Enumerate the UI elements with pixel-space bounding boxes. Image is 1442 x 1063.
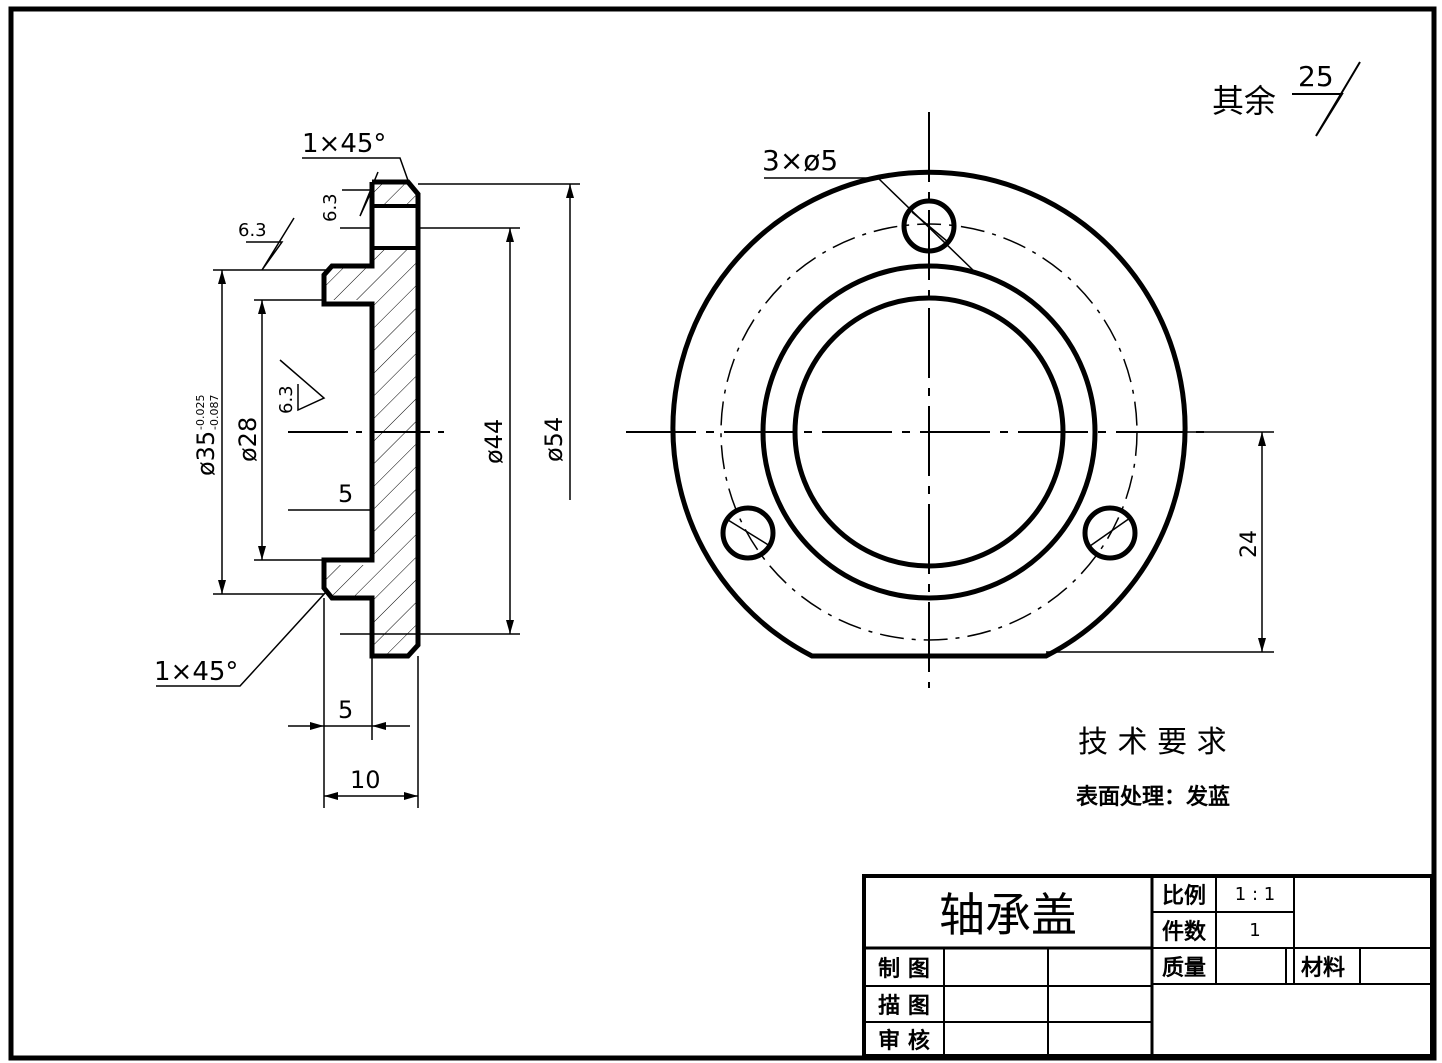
section-outline [321, 179, 421, 659]
checked-label: 审 核 [878, 1029, 930, 1054]
label-fit-tol-upper: -0.025 [194, 395, 207, 430]
label-dia-28: ø28 [234, 417, 262, 462]
section-hatch-lower [324, 432, 418, 656]
bolt-hole-section [372, 206, 418, 248]
leader-chamfer-top [302, 157, 411, 187]
label-fit-tol-lower: -0.087 [208, 395, 221, 430]
drawing-border [8, 6, 1437, 1061]
side-section-view: 1×45° 1×45° 6.3 6.3 6.3 ø35 -0.025 -0.08… [154, 129, 580, 808]
scale-value: 1 : 1 [1234, 883, 1276, 905]
qty-value: 1 [1249, 919, 1261, 941]
material-label: 材料 [1300, 956, 1345, 981]
label-width-5: 5 [338, 696, 353, 724]
scale-label: 比例 [1161, 884, 1206, 909]
label-roughness-bore: 6.3 [276, 385, 297, 414]
bolt-hole-right [1082, 505, 1138, 561]
qty-label: 件数 [1161, 920, 1206, 945]
bolt-hole-left [720, 505, 776, 561]
roughness-symbol-general [1292, 61, 1361, 137]
drawn-label: 制 图 [878, 957, 930, 982]
part-name: 轴承盖 [939, 888, 1077, 942]
label-dia-44: ø44 [480, 419, 508, 464]
roughness-symbol-top [342, 171, 379, 217]
roughness-symbol-left [246, 217, 295, 271]
label-dia-54: ø54 [540, 417, 568, 462]
label-width-10: 10 [350, 766, 381, 794]
traced-label: 描 图 [878, 994, 930, 1019]
label-dia-fit: ø35 [192, 431, 220, 476]
label-offset-24: 24 [1237, 530, 1262, 558]
label-chamfer-bottom: 1×45° [154, 657, 238, 687]
tech-req-title: 技 术 要 求 [1078, 725, 1227, 760]
label-holes: 3×ø5 [762, 144, 838, 177]
tech-req-line1: 表面处理：发蓝 [1076, 784, 1230, 810]
label-depth-5: 5 [338, 480, 353, 508]
label-chamfer-top: 1×45° [302, 129, 386, 159]
leader-chamfer-bottom [156, 591, 327, 687]
surface-note-value: 25 [1298, 60, 1334, 93]
title-block: 轴承盖 比例 1 : 1 件数 1 质量 材料 制 图 描 图 审 核 [862, 874, 1434, 1056]
leader-holes [764, 177, 976, 273]
label-roughness-left: 6.3 [238, 220, 267, 241]
front-view: 3×ø5 24 [626, 112, 1274, 688]
outer-flange-contour [670, 169, 1188, 659]
roughness-symbol-bore [279, 359, 326, 412]
surface-note-prefix: 其余 [1212, 82, 1276, 120]
mass-label: 质量 [1161, 956, 1206, 981]
label-roughness-top: 6.3 [320, 193, 341, 222]
title-block-grid [862, 874, 1434, 1058]
